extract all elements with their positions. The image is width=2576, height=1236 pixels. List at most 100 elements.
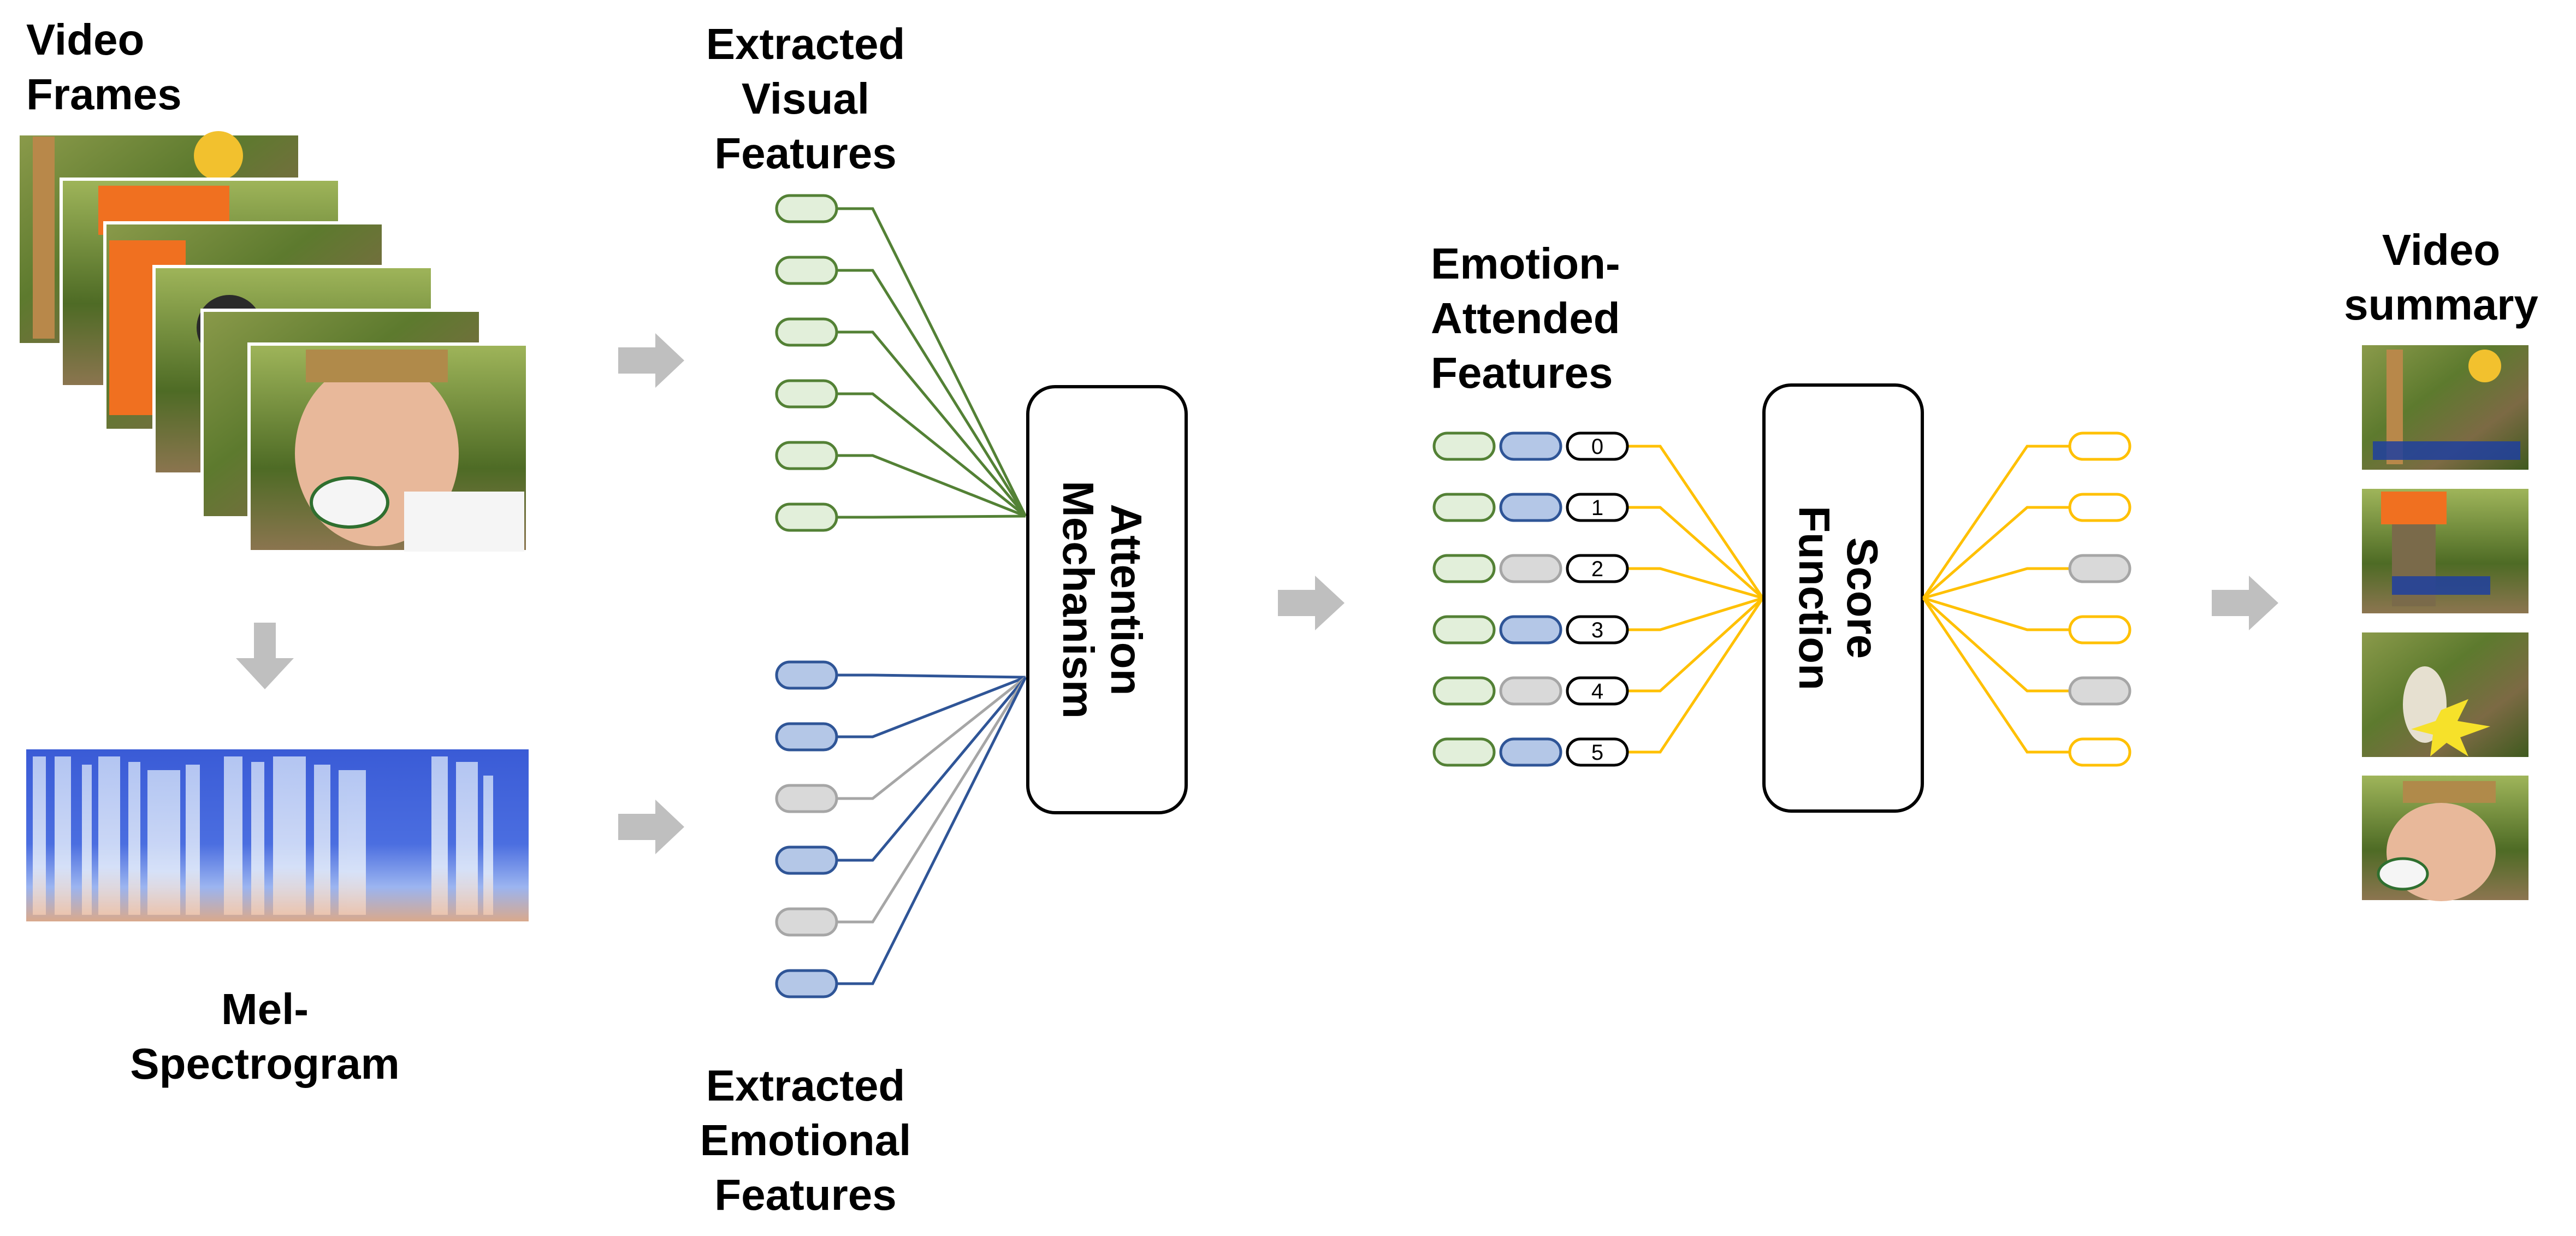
summary-frame [2362, 489, 2528, 613]
arrow-right-icon [618, 800, 684, 854]
arrow-right-icon [1278, 576, 1345, 630]
score-function-label-line1: Score [1838, 537, 1887, 659]
mel-spectrogram-title-line2: Spectrogram [130, 1039, 399, 1088]
emotional-feature-column [775, 660, 1027, 998]
video-frame-stack [20, 131, 529, 553]
connector-line [836, 676, 1027, 985]
extracted-emotional-title-line1: Extracted [706, 1061, 905, 1110]
visual-component-pill [1432, 431, 1496, 461]
emotion-component-pill [1499, 554, 1562, 583]
visual-component-pill [1432, 554, 1496, 583]
visual-feature-pill [775, 194, 838, 223]
connector-line [836, 330, 1027, 517]
extracted-visual-title-line1: Extracted [706, 20, 905, 68]
emotion-attended-title-line2: Attended [1431, 294, 1620, 342]
index-label: 5 [1591, 741, 1603, 765]
connector-line [1922, 597, 2070, 754]
visual-feature-pill [775, 317, 838, 347]
visual-component-pill [1432, 493, 1496, 522]
emotional-feature-pill [775, 722, 838, 752]
connector-line [836, 676, 1027, 800]
arrow-right-icon [618, 333, 684, 388]
connector-line [836, 514, 1026, 519]
emotion-component-pill [1499, 737, 1562, 767]
emotional-feature-pill [775, 969, 838, 998]
visual-component-pill [1432, 615, 1496, 644]
connector-line [1627, 596, 1763, 631]
mel-spectrogram-title-line1: Mel- [221, 985, 309, 1033]
connector-line [1922, 445, 2070, 599]
emotion-attended-title-line1: Emotion- [1431, 239, 1620, 288]
score-function-box: Score Function [1762, 383, 1924, 813]
arrow-right-icon [2212, 576, 2278, 630]
index-pill [1566, 493, 1629, 522]
emotional-feature-pill [775, 660, 838, 690]
score-output-pill [2068, 615, 2131, 644]
visual-feature-pill [775, 502, 838, 532]
emotion-attended-title: Emotion- Attended Features [1431, 239, 1620, 397]
extracted-emotional-title-line3: Features [714, 1170, 896, 1219]
video-summary-title: Video summary [2344, 226, 2538, 329]
video-frames-title-line1: Video [26, 15, 144, 64]
index-label: 1 [1591, 496, 1603, 520]
video-summary-title-line2: summary [2344, 280, 2538, 329]
summary-frame [2362, 345, 2528, 470]
emotion-component-pill [1499, 431, 1562, 461]
video-frames-title: Video Frames [26, 15, 182, 119]
connector-line [836, 676, 1026, 738]
emotional-feature-pill [775, 784, 838, 813]
index-label: 3 [1591, 618, 1603, 642]
extracted-emotional-title: Extracted Emotional Features [700, 1061, 911, 1219]
emotion-component-pill [1499, 493, 1562, 522]
emotional-feature-pill [775, 907, 838, 937]
video-frame [247, 342, 529, 553]
score-function-label-line2: Function [1790, 506, 1839, 690]
connector-line [836, 676, 1027, 862]
emotion-component-pill [1499, 676, 1562, 706]
visual-feature-pill [775, 441, 838, 470]
index-label: 2 [1591, 557, 1603, 581]
connector-line [836, 269, 1027, 517]
mel-spectrogram-title: Mel- Spectrogram [130, 985, 399, 1088]
summary-frame [2362, 776, 2528, 901]
score-output-pill [2068, 676, 2131, 706]
attention-mechanism-label-line2: Mechanism [1054, 481, 1103, 719]
extracted-visual-title-line3: Features [714, 129, 896, 178]
score-output-pill [2068, 431, 2131, 461]
arrow-down-icon [236, 623, 294, 689]
visual-component-pill [1432, 676, 1496, 706]
extracted-visual-title: Extracted Visual Features [706, 20, 905, 178]
score-output-pill [2068, 554, 2131, 583]
extracted-emotional-title-line2: Emotional [700, 1116, 911, 1164]
summary-frame [2362, 632, 2528, 757]
video-frames-title-line2: Frames [26, 70, 182, 119]
index-pill [1566, 737, 1629, 767]
index-pill [1566, 431, 1629, 461]
emotional-feature-pill [775, 845, 838, 875]
emotion-component-pill [1499, 615, 1562, 644]
connector-line [836, 392, 1027, 517]
score-output-pill [2068, 493, 2131, 522]
index-label: 4 [1591, 679, 1603, 703]
index-label: 0 [1591, 435, 1603, 459]
video-summary-title-line1: Video [2382, 226, 2500, 274]
connector-line [836, 673, 1026, 679]
connector-line [1627, 506, 1764, 599]
connector-line [1922, 597, 2070, 693]
emotion-attended-rows: 0 1 2 3 4 5 [1432, 431, 1764, 767]
index-pill [1566, 615, 1629, 644]
connector-line [1627, 597, 1764, 693]
visual-feature-column [775, 194, 1027, 532]
visual-component-pill [1432, 737, 1496, 767]
connector-line [1923, 567, 2070, 600]
connector-line [1627, 597, 1764, 754]
connector-line [836, 454, 1026, 518]
connector-line [1923, 596, 2070, 631]
visual-feature-pill [775, 256, 838, 285]
connector-line [1922, 506, 2070, 599]
score-output-column [1922, 431, 2131, 767]
extracted-visual-title-line2: Visual [742, 74, 869, 123]
visual-feature-pill [775, 379, 838, 409]
mel-spectrogram-image [26, 749, 529, 921]
